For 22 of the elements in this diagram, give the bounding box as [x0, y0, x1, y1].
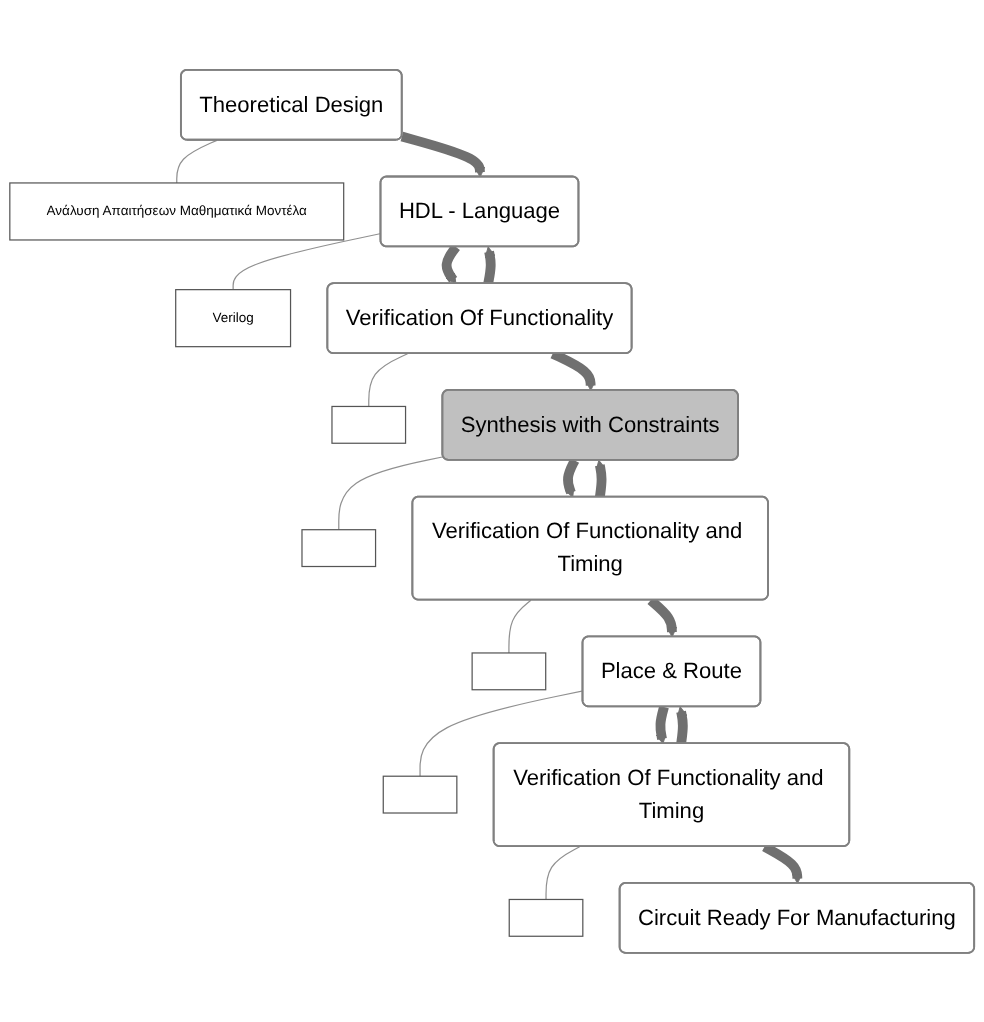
connector	[368, 352, 409, 407]
node-box	[471, 652, 547, 691]
arrow	[655, 704, 669, 744]
node-box	[331, 405, 407, 444]
connector	[545, 845, 581, 900]
arrow	[400, 131, 486, 178]
arrow	[563, 457, 580, 498]
arrow	[762, 842, 803, 884]
connector	[176, 139, 218, 184]
connector	[419, 689, 584, 777]
arrow	[647, 596, 678, 638]
arrow	[676, 706, 688, 746]
arrow	[483, 246, 496, 286]
node-box	[508, 898, 584, 937]
connector	[338, 455, 445, 530]
arrow	[595, 459, 607, 499]
arrow	[441, 243, 460, 284]
arrow	[550, 348, 596, 391]
connector	[508, 599, 532, 654]
connector	[232, 232, 382, 290]
node-box	[301, 528, 377, 567]
node-box	[382, 775, 458, 814]
